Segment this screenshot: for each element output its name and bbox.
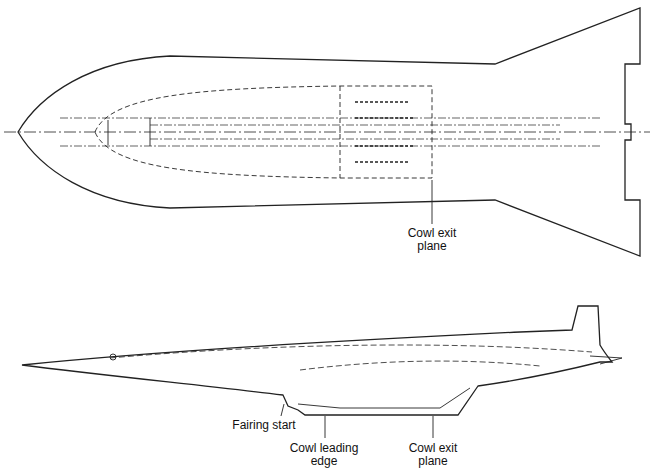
internal-lines [110,345,592,370]
leader-line [325,416,326,438]
part-label: Fairing start [231,419,296,432]
tail-flap [590,356,622,364]
part-label: Cowl exit plane [399,227,465,253]
side-view-outline [22,306,612,415]
leader-line [281,404,284,416]
fuel-lines [355,102,415,162]
side-view [22,306,622,438]
internal-lines [60,118,600,146]
part-label: Cowl leading edge [286,442,362,468]
engine-outline [95,86,432,178]
part-label: Cowl exit plane [400,442,466,468]
cowl-detail [298,388,470,408]
top-view [4,8,650,256]
nose-bay [108,118,150,146]
window [110,354,116,360]
leader-line [432,180,433,224]
centerline [4,132,650,133]
leader-line [433,416,434,438]
